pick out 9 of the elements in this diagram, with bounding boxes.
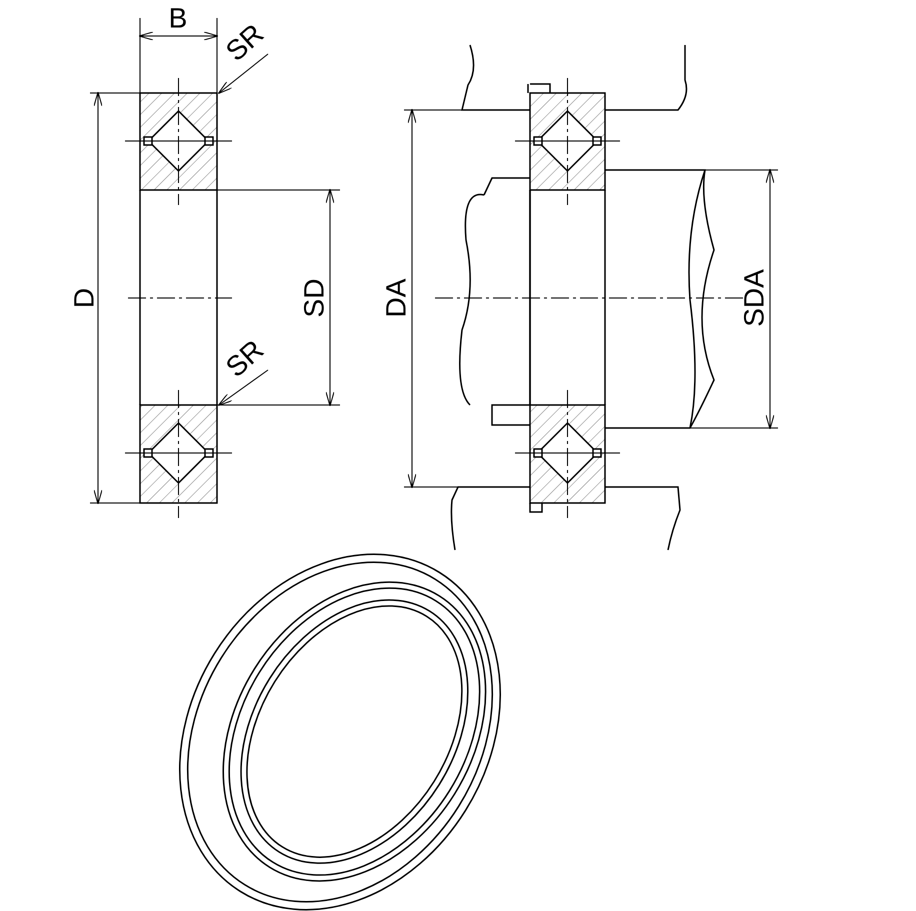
dimension-label: SD [298,278,330,318]
dimension-label: SDA [738,269,770,327]
dimension-label: D [68,288,100,308]
dimension-label: DA [380,278,412,318]
radius-label: SR [220,334,270,383]
leader-line [218,54,268,94]
radius-label: SR [220,18,270,67]
dimension-label: B [168,2,188,34]
leader-line [218,370,268,406]
